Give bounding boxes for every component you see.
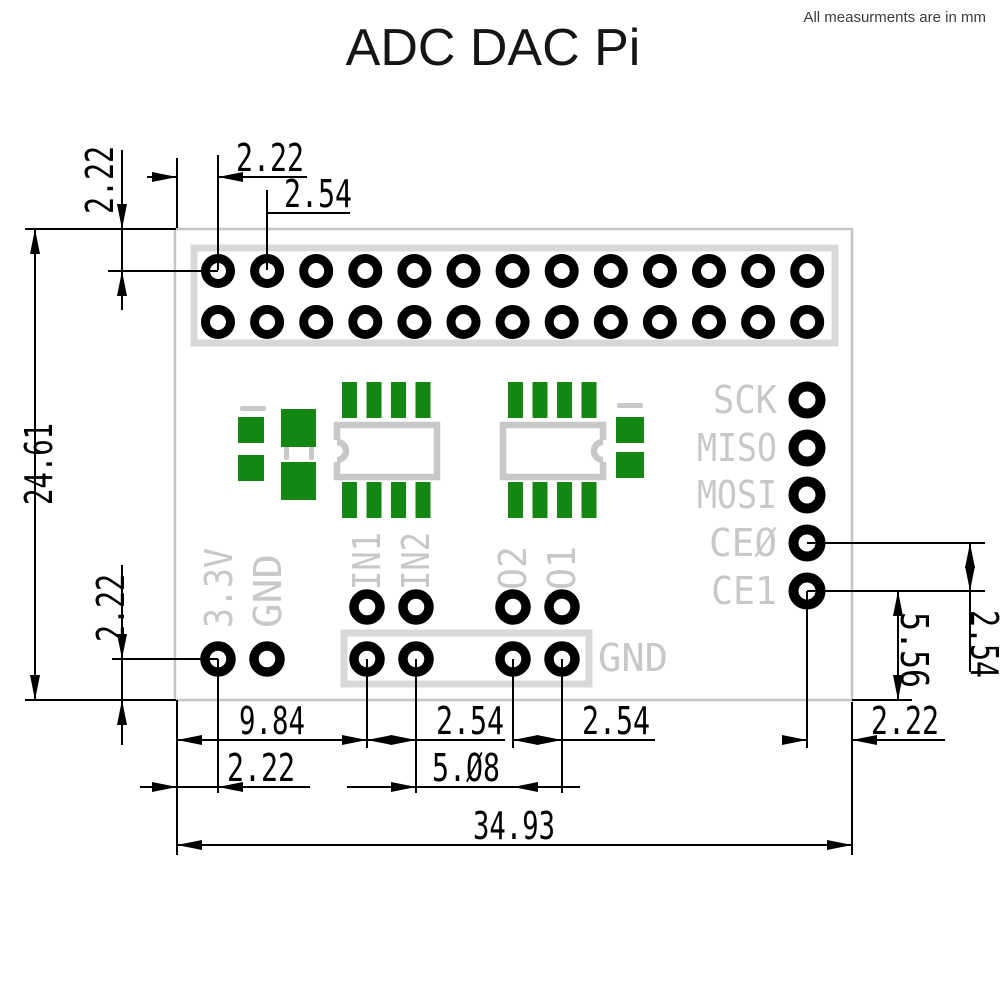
silk-label-miso: MISO [697,426,777,470]
dim-in1-to-in2: 2.54 [436,699,504,743]
hole [446,305,481,339]
ic2-outline-notch [590,438,604,464]
silk-label-gnd-left: GND [246,554,290,628]
dim-ce1-to-bottom: 5.56 [892,612,936,688]
smd-pad [415,382,431,418]
smd-pad [557,382,572,418]
hole [788,429,826,467]
hole [544,589,580,625]
hole [593,254,628,288]
hole [249,641,285,677]
dim-left-edge-to-power-col: 2.22 [227,746,295,790]
hole [446,254,481,288]
hole [790,305,825,339]
hole [397,254,432,288]
hole [692,305,726,339]
silk-label-ce0: CEØ [709,521,777,565]
smd-pad [532,382,548,418]
dim-board-width: 34.93 [473,804,555,848]
hole [593,305,628,339]
hole [544,305,579,339]
silk-label-3v3: 3.3V [197,548,241,628]
dim-left-edge-to-in1: 9.84 [239,699,305,743]
hole [397,305,432,339]
hole [788,381,826,419]
hole [741,254,776,288]
hole [250,305,285,339]
hole [495,254,530,288]
silk-label-o1: O1 [540,546,584,590]
smd-pad [581,382,597,418]
smd-pad [616,417,644,443]
hole [201,305,235,339]
silk-label-mosi: MOSI [697,473,777,517]
silk-label-o2: O2 [491,546,535,590]
silk-mark [617,403,643,408]
smd-pad [391,482,406,518]
hole [788,476,826,514]
hole [348,254,383,288]
gpio-header-outline [190,244,839,347]
hole [642,305,677,339]
hole [495,589,531,625]
hole [495,305,530,339]
smd-pad [557,482,572,518]
hole [349,589,385,625]
smd-pad [238,417,264,443]
silk-label-gnd-bottom: GND [598,636,668,680]
dim-in2-to-o2: 5.Ø8 [432,746,500,790]
smd-pad [415,482,431,518]
smd-pad [366,382,382,418]
silk-label-in1: IN1 [345,532,389,590]
hole [741,305,776,339]
dim-ce0-to-ce1: 2.54 [962,610,1000,678]
smd-pad [281,462,316,500]
pcb-geometry [25,150,985,855]
ic1-outline [333,421,441,481]
smd-pad [508,482,523,518]
smd-pad [366,482,382,518]
ic2-outline [499,421,607,481]
smd-pad [581,482,597,518]
units-note: All measurments are in mm [803,9,986,26]
dim-top-edge-to-pin-row: 2.22 [78,146,122,214]
smd-pad [508,382,523,418]
smd-pad [281,409,316,447]
hole [398,589,434,625]
hole [790,254,825,288]
hole [348,305,383,339]
page-title: ADC DAC Pi [346,19,641,77]
smd-pad [532,482,548,518]
hole [544,254,579,288]
smd-pad [342,482,357,518]
hole [299,254,334,288]
smd-pad [342,382,357,418]
dim-left-edge-to-pin-col: 2.22 [236,136,304,180]
smd-pad [391,382,406,418]
smd-pad [616,452,644,478]
dim-board-height: 24.61 [17,423,61,505]
hole [299,305,334,339]
silk-mark [240,406,266,411]
dim-pin-pitch: 2.54 [284,172,352,216]
terminal-outline [340,629,593,688]
dim-o2-to-o1: 2.54 [582,699,650,743]
dim-power-row-to-bottom: 2.22 [89,574,133,642]
hole [642,254,677,288]
silk-label-ce1: CE1 [711,569,777,613]
ic1-outline-notch [336,438,350,464]
hole [692,254,726,288]
smd-pad [238,455,264,481]
dim-ce1-to-right-edge: 2.22 [871,699,939,743]
silk-label-in2: IN2 [394,532,438,590]
silk-label-sck: SCK [713,378,777,422]
